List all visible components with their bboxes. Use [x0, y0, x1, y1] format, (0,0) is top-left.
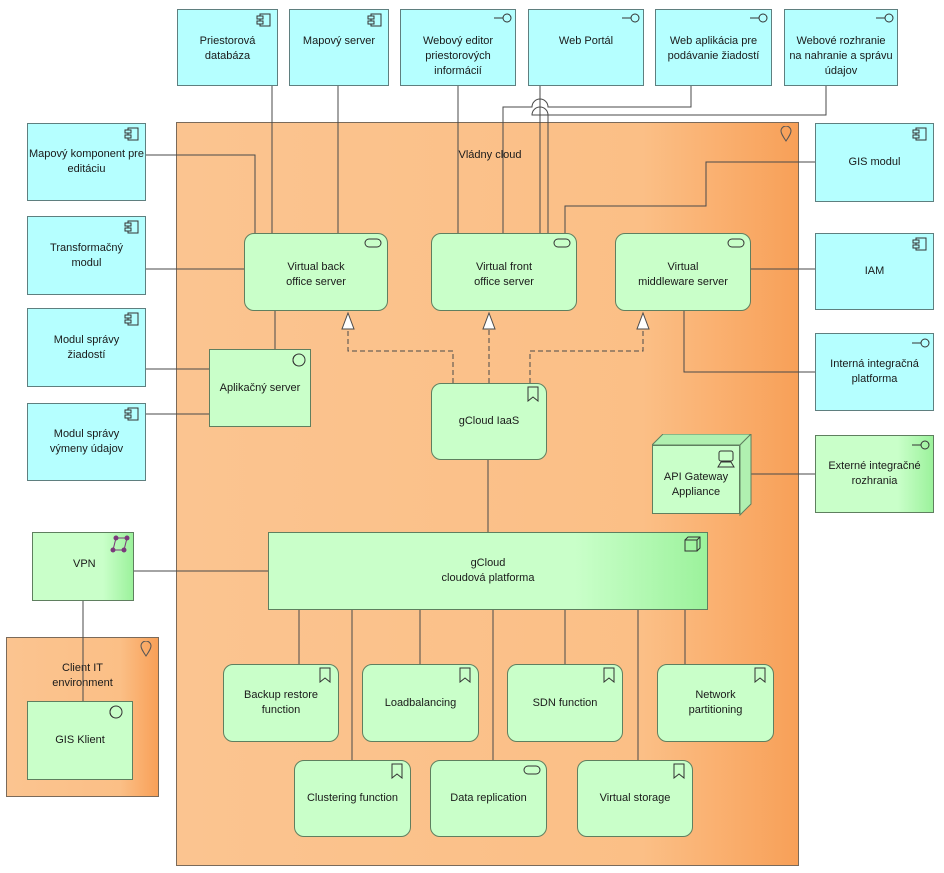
component-icon: [124, 127, 139, 141]
web-portal-interface[interactable]: Web Portál: [528, 9, 644, 86]
component-icon: [124, 312, 139, 326]
service-bookmark-icon: [673, 763, 685, 779]
service-bookmark-icon: [391, 763, 403, 779]
interface-icon: [912, 338, 930, 348]
service-bookmark-icon: [603, 667, 615, 683]
transformation-module[interactable]: Transformačný modul: [27, 216, 146, 295]
data-replication-service[interactable]: Data replication: [430, 760, 547, 837]
location-pin-icon: [140, 641, 152, 657]
interface-icon: [494, 13, 512, 23]
system-software-icon: [727, 238, 745, 248]
system-software-disc-icon: [109, 705, 123, 719]
sdn-function[interactable]: SDN function: [507, 664, 623, 742]
component-icon: [367, 13, 382, 27]
government-cloud-label: Vládny cloud: [458, 149, 522, 161]
application-server[interactable]: Aplikačný server: [209, 349, 311, 427]
virtual-middleware-server[interactable]: Virtual middleware server: [615, 233, 751, 311]
node-box-icon: [684, 536, 701, 552]
system-software-disc-icon: [292, 353, 306, 367]
interface-icon: [876, 13, 894, 23]
vpn-network[interactable]: VPN: [32, 532, 134, 601]
api-gateway-appliance-device[interactable]: API Gateway Appliance: [652, 445, 740, 514]
system-software-icon: [553, 238, 571, 248]
gis-client-node[interactable]: GIS Klient: [27, 701, 133, 780]
component-icon: [912, 237, 927, 251]
interface-icon: [622, 13, 640, 23]
component-icon: [124, 407, 139, 421]
system-software-icon: [364, 238, 382, 248]
device-monitor-icon: [717, 450, 735, 468]
interface-icon: [912, 440, 930, 450]
component-icon: [912, 127, 927, 141]
system-software-icon: [523, 765, 541, 775]
node-3d-edge: [652, 434, 752, 516]
web-editor-interface[interactable]: Webový editor priestorových informácií: [400, 9, 516, 86]
gcloud-cloud-platform-node[interactable]: gCloud cloudová platforma: [268, 532, 708, 610]
web-upload-interface[interactable]: Webové rozhranie na nahranie a správu úd…: [784, 9, 898, 86]
external-integration-interfaces[interactable]: Externé integračné rozhrania: [815, 435, 934, 513]
web-app-requests-interface[interactable]: Web aplikácia pre podávanie žiadostí: [655, 9, 772, 86]
virtual-front-office-server[interactable]: Virtual front office server: [431, 233, 577, 311]
virtual-back-office-server[interactable]: Virtual back office server: [244, 233, 388, 311]
service-bookmark-icon: [754, 667, 766, 683]
map-server-component[interactable]: Mapový server: [289, 9, 389, 86]
service-bookmark-icon: [459, 667, 471, 683]
service-bookmark-icon: [319, 667, 331, 683]
component-icon: [256, 13, 271, 27]
internal-integration-platform[interactable]: Interná integračná platforma: [815, 333, 934, 411]
location-pin-icon: [780, 126, 792, 142]
component-icon: [124, 220, 139, 234]
interface-icon: [750, 13, 768, 23]
communication-network-icon: [110, 535, 130, 553]
virtual-storage-function[interactable]: Virtual storage: [577, 760, 693, 837]
service-bookmark-icon: [527, 386, 539, 402]
